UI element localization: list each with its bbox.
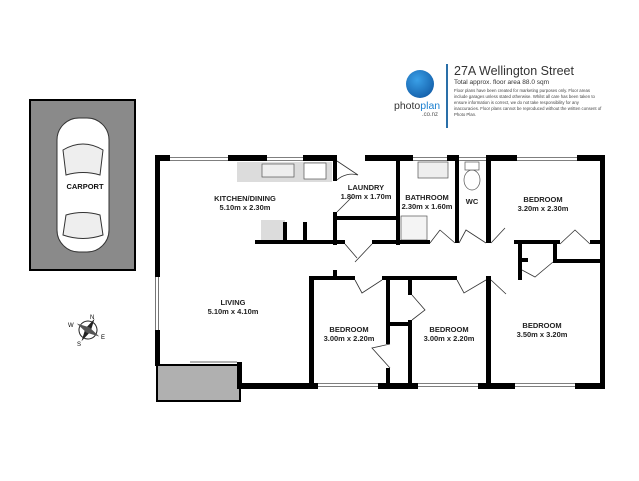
doors bbox=[190, 160, 591, 369]
car-icon bbox=[56, 117, 110, 253]
door-wardrobe bbox=[371, 294, 426, 369]
fridge-space bbox=[261, 220, 285, 240]
door-bed4 bbox=[490, 261, 554, 295]
compass-e: E bbox=[101, 335, 105, 341]
door-bed2 bbox=[354, 279, 383, 294]
balcony bbox=[156, 364, 241, 402]
toilet-icon bbox=[463, 169, 481, 191]
windows bbox=[155, 157, 577, 387]
basin-icon bbox=[417, 161, 449, 179]
header-divider bbox=[446, 64, 448, 128]
room-carport: CARPORT bbox=[66, 182, 104, 191]
walls bbox=[155, 155, 605, 389]
compass-s: S bbox=[77, 342, 81, 348]
compass-n: N bbox=[90, 315, 94, 321]
compass-icon bbox=[76, 318, 100, 342]
door-hall bbox=[344, 243, 373, 263]
disclaimer: Floor plans have been created for market… bbox=[454, 88, 602, 117]
door-bed1 bbox=[490, 227, 591, 245]
door-bed3 bbox=[456, 279, 487, 294]
door-bath bbox=[429, 229, 456, 244]
logo-suffix: .co.nz bbox=[422, 112, 439, 118]
logo-text: photoplan bbox=[394, 100, 441, 112]
door-laundry bbox=[336, 160, 359, 181]
sink-icon bbox=[261, 163, 295, 178]
carport bbox=[29, 99, 136, 271]
cooktop-icon bbox=[303, 162, 327, 180]
photoplan-logo-icon bbox=[406, 70, 434, 98]
plan-header: photoplan .co.nz 27A Wellington Street T… bbox=[394, 62, 638, 142]
fixtures bbox=[237, 161, 481, 241]
address-title: 27A Wellington Street bbox=[454, 64, 574, 78]
compass-w: W bbox=[68, 323, 74, 329]
shower-icon bbox=[400, 215, 428, 241]
door-wc bbox=[458, 229, 487, 244]
room-wc: WC bbox=[465, 197, 479, 206]
door-laundry-lower bbox=[336, 196, 353, 213]
floor-area: Total approx. floor area 88.0 sqm bbox=[454, 79, 550, 86]
